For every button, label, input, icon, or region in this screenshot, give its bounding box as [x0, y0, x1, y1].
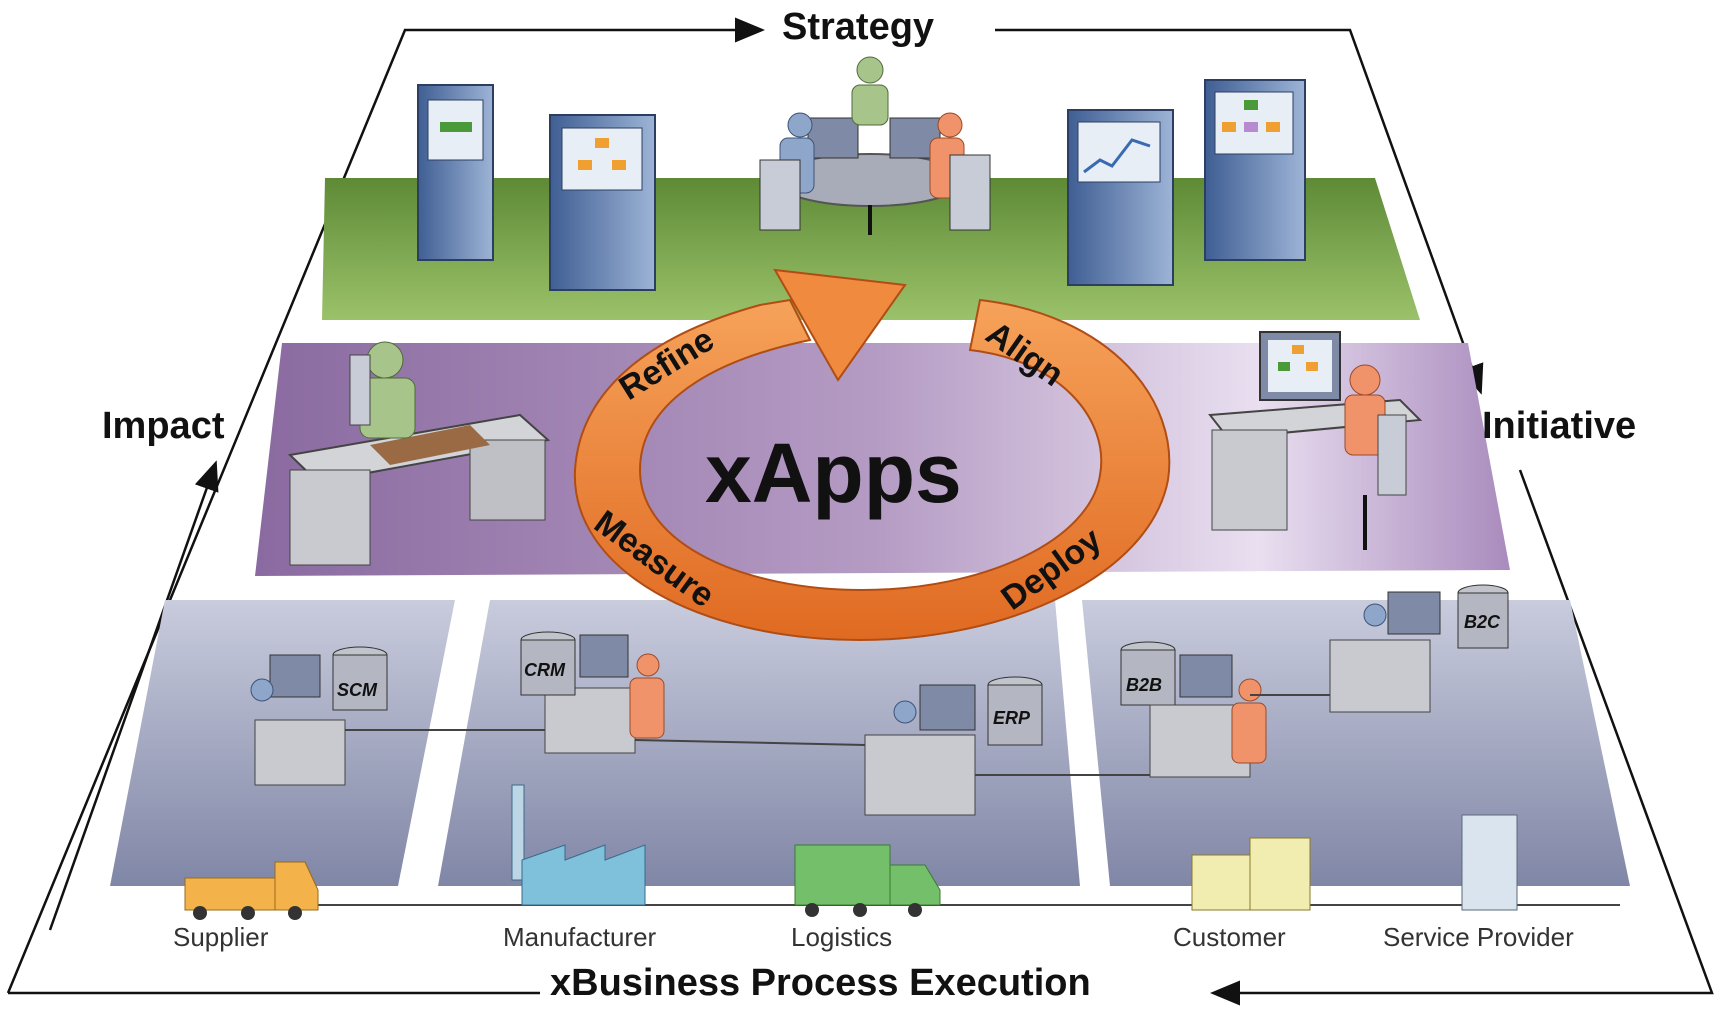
cycle-arrowhead	[773, 268, 907, 382]
workstation-crm	[520, 631, 665, 754]
perimeter-arrows	[6, 17, 1714, 1006]
kiosk-right-1	[1067, 109, 1174, 286]
manufacturer-factory-icon	[511, 784, 646, 906]
label-logistics: Logistics	[791, 922, 893, 952]
label-initiative: Initiative	[1482, 405, 1637, 447]
kiosk-left-2	[549, 114, 656, 291]
label-strategy: Strategy	[782, 6, 935, 48]
label-customer: Customer	[1173, 922, 1286, 952]
label-b2b: B2B	[1126, 675, 1163, 695]
supplier-truck-icon	[184, 861, 319, 920]
workstation-b2c	[1329, 584, 1509, 713]
label-xapps: xApps	[705, 426, 962, 520]
workstation-b2b	[1120, 641, 1267, 778]
desk-left	[287, 341, 551, 566]
label-crm: CRM	[524, 660, 565, 680]
kiosk-right-2	[1204, 79, 1306, 261]
label-impact: Impact	[102, 405, 225, 447]
label-erp: ERP	[993, 708, 1031, 728]
label-service-provider: Service Provider	[1383, 922, 1574, 952]
label-b2c: B2C	[1464, 612, 1501, 632]
workstation-scm	[250, 646, 388, 786]
service-provider-tower-icon	[1461, 814, 1518, 911]
xapps-cycle-ring	[573, 268, 1171, 642]
desk-right	[1208, 331, 1423, 550]
arrow-right-down	[1210, 469, 1714, 1006]
arrow-top-right	[995, 28, 1484, 395]
customer-buildings-icon	[1191, 837, 1311, 911]
meeting-group	[759, 56, 991, 235]
kiosk-left-1	[417, 84, 494, 261]
label-manufacturer: Manufacturer	[503, 922, 657, 952]
initiative-layer	[255, 343, 1510, 576]
label-supplier: Supplier	[173, 922, 269, 952]
logistics-truck-icon	[794, 844, 941, 917]
label-scm: SCM	[337, 680, 377, 700]
workstation-erp	[864, 676, 1043, 816]
label-execution: xBusiness Process Execution	[550, 962, 1091, 1004]
arrow-left-up	[48, 460, 219, 931]
